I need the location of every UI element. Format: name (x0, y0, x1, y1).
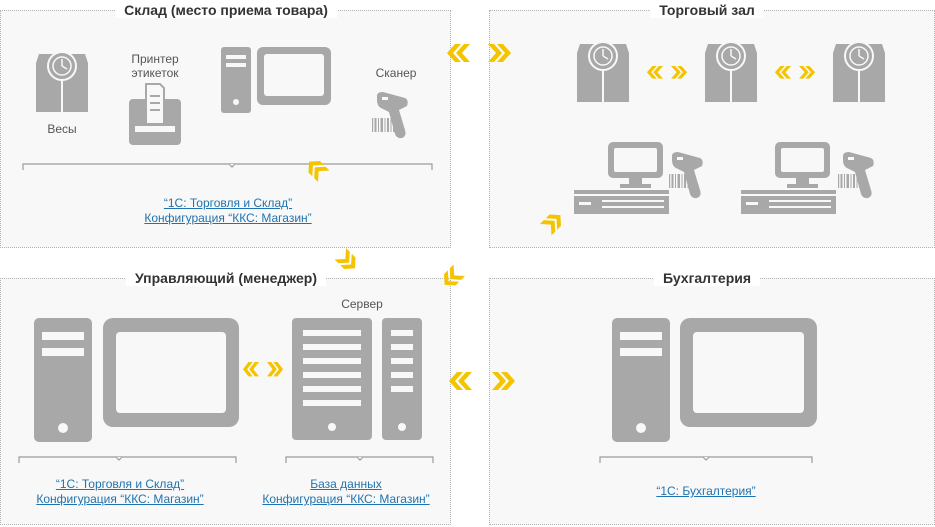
database-link[interactable]: База данных (310, 477, 382, 491)
sales-floor-title: Торговый зал (650, 2, 764, 18)
printer-label-line1: Принтер (131, 52, 179, 66)
computer-icon (34, 318, 239, 442)
arrow-down-icon (334, 248, 361, 275)
computer-icon (612, 318, 817, 442)
arrow-right-icon (671, 66, 688, 79)
printer-label-line2: этикеток (131, 66, 179, 80)
arrow-up-icon (540, 209, 567, 236)
barcode-scanner-icon (372, 92, 408, 139)
pos-terminal-icon (574, 142, 703, 214)
arrow-right-icon (488, 44, 511, 62)
arrow-left-icon (242, 362, 259, 377)
arrow-down-icon (438, 264, 465, 291)
scales-icon (832, 41, 886, 103)
pos-terminal-icon (741, 142, 874, 214)
arrow-right-icon (799, 66, 816, 79)
computer-icon (221, 47, 331, 113)
arrow-left-icon (449, 372, 472, 390)
warehouse-title: Склад (место приема товара) (115, 2, 337, 18)
arrow-left-icon (774, 66, 791, 79)
scales-icon (35, 51, 89, 113)
label-printer-icon (129, 83, 181, 145)
warehouse-config-link[interactable]: Конфигурация “ККС: Магазин” (144, 211, 312, 225)
arrow-up-icon (303, 155, 330, 182)
scales-icon (704, 41, 758, 103)
manager-config-link[interactable]: Конфигурация “ККС: Магазин” (36, 492, 204, 506)
arrow-left-icon (447, 44, 470, 62)
server-icon (292, 318, 422, 440)
accounting-title: Бухгалтерия (653, 270, 761, 286)
manager-software-link[interactable]: “1С: Торговля и Склад” (55, 477, 185, 491)
arrow-right-icon (492, 372, 515, 390)
database-config-link[interactable]: Конфигурация “ККС: Магазин” (262, 492, 430, 506)
arrow-left-icon (646, 66, 663, 79)
server-label: Сервер (341, 297, 383, 311)
arrow-right-icon (267, 362, 284, 377)
scanner-label: Сканер (375, 66, 417, 80)
accounting-software-link[interactable]: “1С: Бухгалтерия” (656, 484, 756, 498)
scales-icon (576, 41, 630, 103)
manager-title: Управляющий (менеджер) (126, 270, 326, 286)
scales-label: Весы (47, 122, 77, 136)
warehouse-software-link[interactable]: “1С: Торговля и Склад” (163, 196, 293, 210)
